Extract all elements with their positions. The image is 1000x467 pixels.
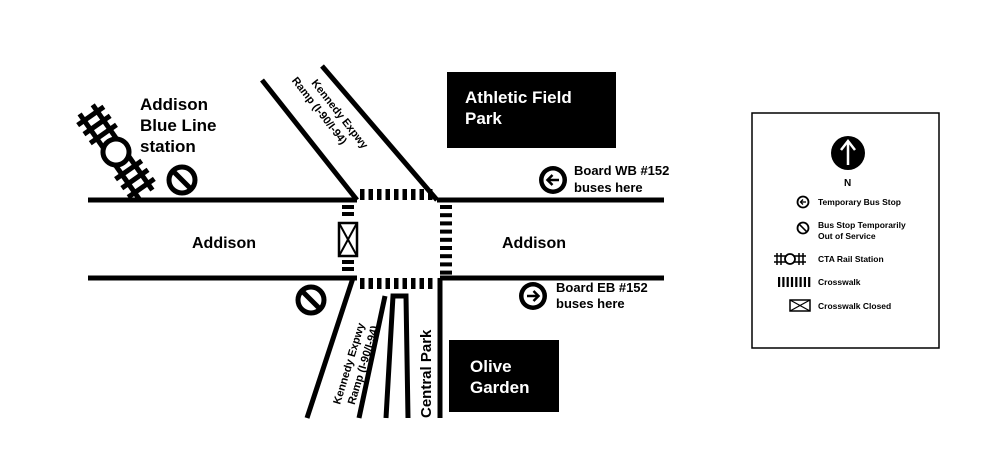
cta-rail-station-icon [76, 103, 156, 201]
temporary-bus-stop-icon [519, 282, 547, 310]
streets [88, 64, 664, 419]
svg-text:Athletic Field Park: Athletic Field Park [465, 88, 576, 128]
wb-boarding-note: Board WB #152 buses here [574, 163, 673, 195]
station-name: Addison Blue Line station [140, 95, 221, 156]
crosswalk-north [360, 189, 433, 200]
ramp-label-south: Kennedy Expwy Ramp (I-90/I-94) [331, 319, 381, 410]
legend-label-cta-rail-station: CTA Rail Station [818, 254, 884, 264]
legend-label-temporary-bus-stop: Temporary Bus Stop [818, 197, 901, 207]
bus-stop-out-of-service-icon [796, 221, 810, 235]
crosswalk-east [440, 205, 452, 275]
ramp-north-east-edge [320, 64, 439, 202]
legend-label-crosswalk: Crosswalk [818, 277, 861, 287]
ramp-north-west-edge [260, 78, 359, 202]
legend-label-out-of-service: Bus Stop Temporarily Out of Service [818, 220, 908, 241]
temporary-bus-stop-icon [539, 166, 567, 194]
street-label-addison-west: Addison [192, 235, 256, 252]
bus-stop-out-of-service-icon [295, 284, 327, 316]
athletic-field-park: Athletic Field Park [447, 72, 616, 148]
crosswalk-south [360, 278, 433, 289]
north-label: N [844, 178, 851, 189]
legend: N Temporary Bus Stop Bus Stop Temporaril… [751, 112, 940, 349]
svg-text:Olive Garden: Olive Garden [470, 357, 530, 397]
ramp-south-west-edge [304, 277, 356, 419]
median-island [383, 293, 411, 419]
crosswalk-icon [778, 277, 811, 287]
olive-garden: Olive Garden [449, 340, 559, 412]
temporary-bus-stop-icon [796, 195, 810, 209]
eb-boarding-note: Board EB #152 buses here [556, 280, 651, 311]
street-label-addison-east: Addison [502, 235, 566, 252]
cta-rail-station-icon [774, 253, 806, 265]
bus-stop-out-of-service-icon [166, 164, 198, 196]
legend-label-crosswalk-closed: Crosswalk Closed [818, 301, 891, 311]
north-arrow-icon [831, 136, 865, 170]
crosswalk-west-closed [337, 205, 359, 271]
ramp-label-north: Kennedy Expwy Ramp (I-90/I-94) [289, 66, 372, 162]
crosswalk-closed-icon [789, 299, 811, 312]
street-label-central-park: Central Park [418, 329, 435, 418]
ramp-south-east-edge [356, 295, 388, 419]
